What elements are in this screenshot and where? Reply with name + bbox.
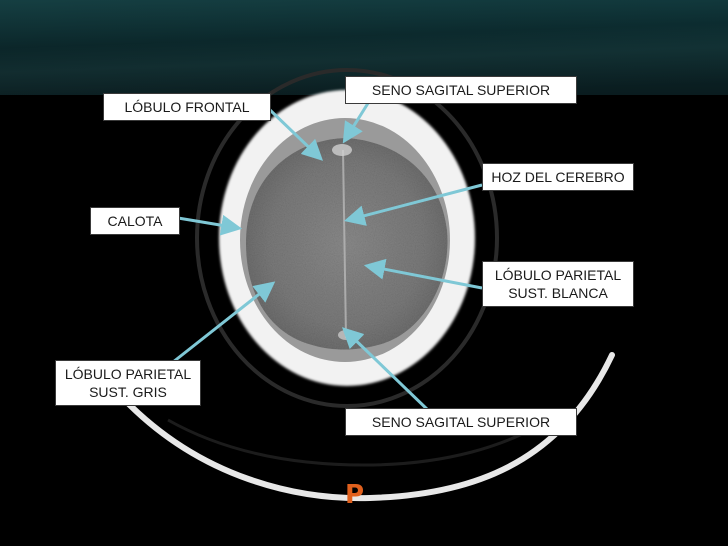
label-hoz-del-cerebro: HOZ DEL CEREBRO bbox=[482, 163, 634, 191]
label-lobulo-parietal-gris-line1: LÓBULO PARIETAL bbox=[64, 366, 192, 382]
brain-parenchyma bbox=[245, 138, 448, 350]
scanner-table-arc-shadow bbox=[167, 410, 561, 467]
label-seno-sagital-superior-bottom: SENO SAGITAL SUPERIOR bbox=[345, 408, 577, 436]
label-lobulo-parietal-blanca: LÓBULO PARIETAL SUST. BLANCA bbox=[482, 261, 634, 307]
label-lobulo-parietal-gris-line2: SUST. GRIS bbox=[89, 384, 167, 400]
arrow-hoz-del-cerebro bbox=[343, 183, 483, 226]
label-calota: CALOTA bbox=[90, 207, 180, 235]
arrow-parietal-gris bbox=[167, 281, 276, 368]
label-lobulo-parietal-blanca-line1: LÓBULO PARIETAL bbox=[494, 267, 622, 283]
arrow-seno-sagital-bottom bbox=[341, 327, 432, 414]
sinus-top-spot bbox=[332, 144, 352, 156]
arrow-calota bbox=[177, 214, 243, 236]
scalp-outline bbox=[195, 68, 499, 408]
arrow-parietal-blanca bbox=[363, 258, 483, 290]
falx-midline bbox=[342, 149, 347, 339]
label-seno-sagital-superior-top: SENO SAGITAL SUPERIOR bbox=[345, 76, 577, 104]
label-lobulo-parietal-blanca-line2: SUST. BLANCA bbox=[508, 285, 608, 301]
label-lobulo-parietal-gris: LÓBULO PARIETAL SUST. GRIS bbox=[55, 360, 201, 406]
orientation-marker-posterior: P bbox=[345, 480, 365, 510]
arrow-seno-sagital-top bbox=[342, 99, 372, 144]
arrow-lobulo-frontal bbox=[268, 108, 324, 161]
label-lobulo-frontal: LÓBULO FRONTAL bbox=[103, 93, 271, 121]
